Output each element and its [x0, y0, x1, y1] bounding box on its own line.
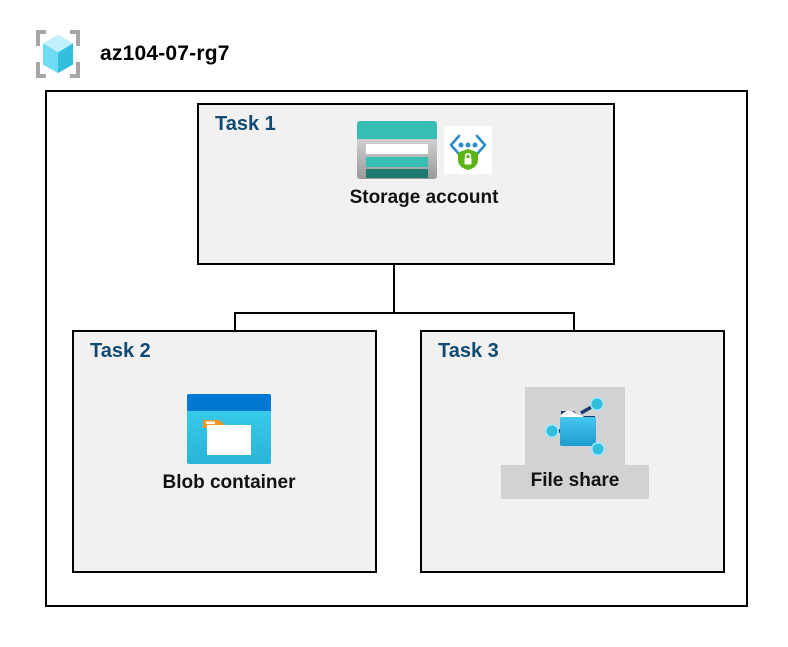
task-label-2: Task 2	[90, 340, 151, 362]
file-share-icon-group	[525, 387, 625, 465]
task-label-1: Task 1	[215, 113, 276, 135]
resource-blob-container: Blob container	[159, 392, 299, 494]
resource-label-file-share: File share	[530, 470, 620, 491]
task-label-3: Task 3	[438, 340, 499, 362]
resource-group-name: az104-07-rg7	[100, 42, 230, 65]
resource-label-blob-container: Blob container	[162, 472, 296, 493]
file-share-icon	[545, 397, 605, 456]
storage-account-icon	[357, 121, 437, 179]
blob-container-icon	[187, 394, 271, 464]
task-panel-3: Task 3	[420, 330, 725, 573]
resource-group-header: az104-07-rg7	[30, 26, 230, 82]
file-share-label-plate: File share	[500, 465, 650, 499]
blob-container-icon-group	[185, 392, 273, 466]
resource-group-icon	[36, 30, 80, 78]
resource-storage-account: Storage account	[344, 119, 504, 209]
resource-label-storage-account: Storage account	[349, 187, 499, 208]
private-endpoint-icon	[444, 126, 492, 174]
resource-file-share: File share	[500, 387, 650, 499]
connector-horizontal-bus	[234, 312, 575, 314]
task-panel-1: Task 1	[197, 103, 615, 265]
connector-storage-to-bus	[393, 225, 395, 314]
storage-account-icon-group	[356, 119, 492, 181]
task-panel-2: Task 2 Blob container	[72, 330, 377, 573]
